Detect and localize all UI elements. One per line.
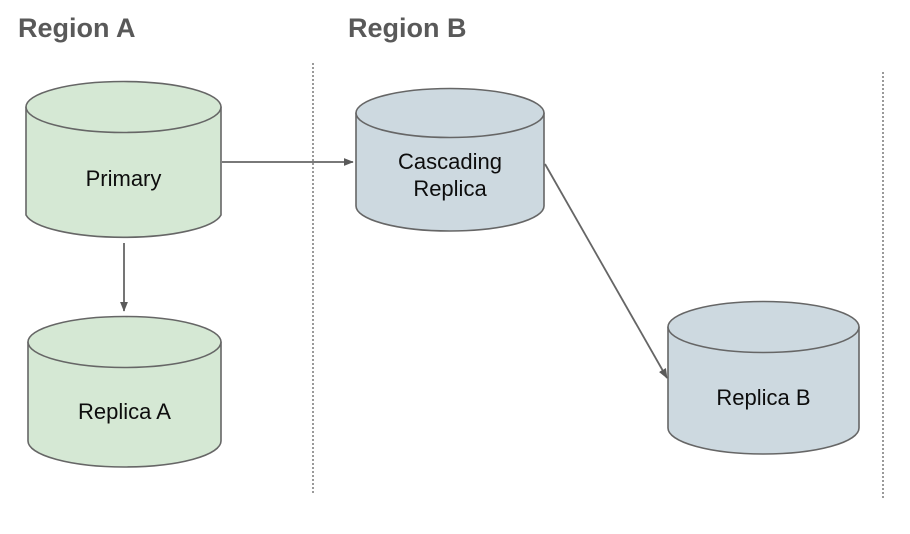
cascading-replica-cylinder[interactable]	[355, 87, 545, 232]
region-divider-right	[882, 72, 884, 498]
edge-cascading-to-replica-b	[544, 163, 668, 379]
region-divider-left	[312, 63, 314, 493]
region-a-label: Region A	[18, 13, 136, 43]
replica-b-cylinder[interactable]	[667, 300, 860, 455]
primary-cylinder[interactable]	[25, 80, 222, 242]
region-b-label: Region B	[348, 13, 467, 43]
replica-a-cylinder[interactable]	[27, 315, 222, 468]
